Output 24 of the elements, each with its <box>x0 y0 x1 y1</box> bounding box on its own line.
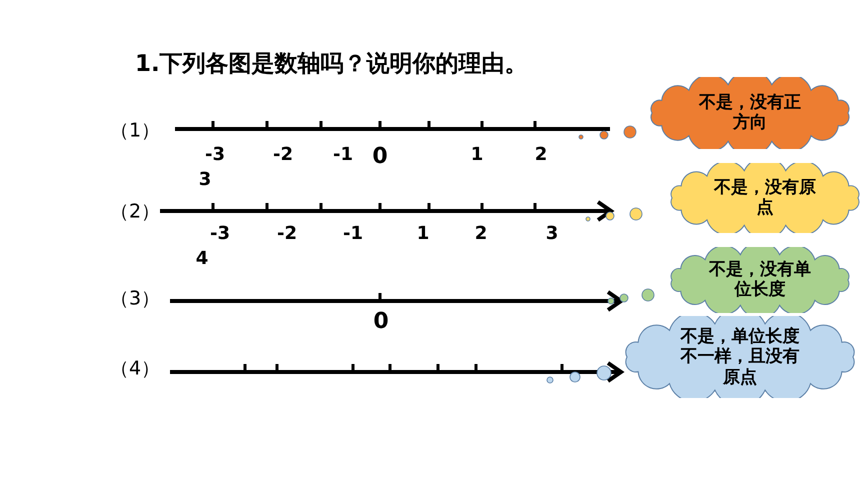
tick-label: 1 <box>416 225 430 243</box>
question-number: （3） <box>110 290 160 308</box>
cloud-text: 不是，单位长度不一样，且没有原点 <box>680 326 800 388</box>
tick-label: -3 <box>210 225 230 243</box>
tick-label: 3 <box>198 171 212 189</box>
title: 1.下列各图是数轴吗？说明你的理由。 <box>135 50 528 79</box>
tick-label: 2 <box>474 225 488 243</box>
cloud-text: 不是，没有单位长度 <box>708 260 812 300</box>
tick-label: -1 <box>333 146 353 164</box>
tick-label: 2 <box>534 146 548 164</box>
tick-label: -1 <box>343 225 363 243</box>
question-number: （1） <box>110 122 160 140</box>
tick-label: 3 <box>546 225 558 243</box>
tick-label: 0 <box>372 146 388 168</box>
tick-label: -2 <box>277 225 297 243</box>
tick-label: -2 <box>273 146 293 164</box>
tick-label: 1 <box>470 146 484 164</box>
cloud-text: 不是，没有正方向 <box>698 92 802 134</box>
tick-label: 4 <box>196 250 208 268</box>
cloud-text: 不是，没有原点 <box>712 178 817 218</box>
tick-label: 0 <box>373 311 389 333</box>
question-number: （2） <box>110 202 160 222</box>
tick-label: -3 <box>205 146 225 164</box>
question-number: （4） <box>110 360 160 378</box>
